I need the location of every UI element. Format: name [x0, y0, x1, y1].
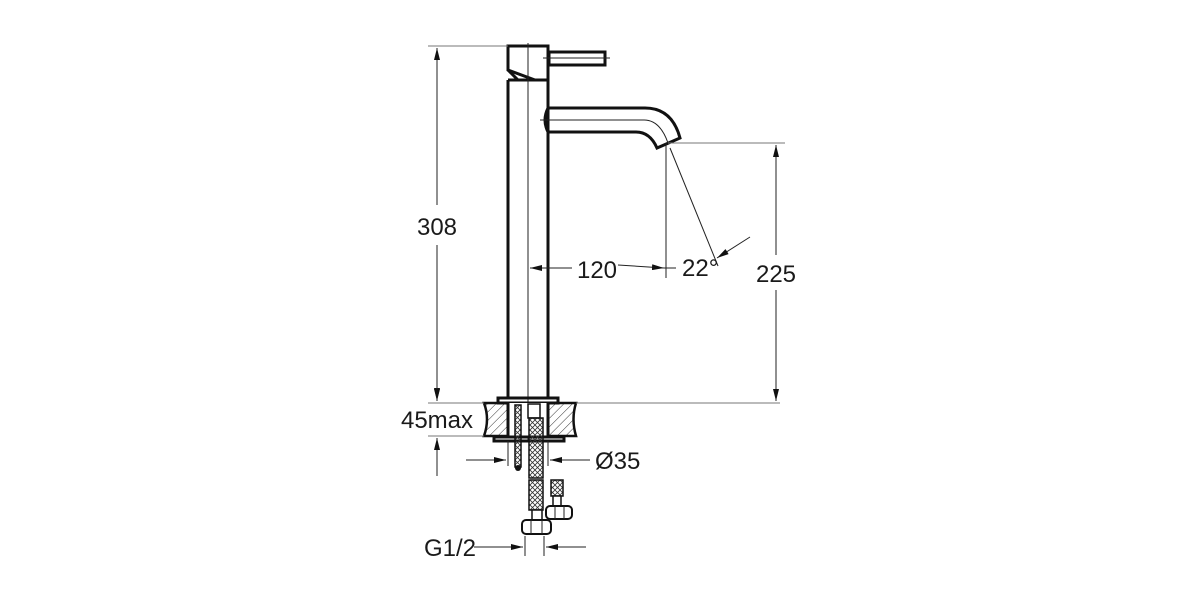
dim-deck-thickness: 45max	[401, 385, 484, 476]
dim-308-label: 308	[417, 214, 457, 241]
spout	[543, 106, 682, 150]
hose-cold	[550, 479, 564, 497]
dim-spout-reach: 120	[530, 143, 676, 284]
mounting-stud	[514, 404, 522, 468]
dim-spout-angle: 22°	[669, 147, 751, 282]
dim-spout-height: 225	[668, 142, 796, 401]
dim-225-label: 225	[756, 261, 796, 288]
dim-total-height: 308	[417, 45, 508, 400]
dim-mount-diameter: Ø35	[466, 441, 640, 475]
dim-45max-label: 45max	[401, 407, 473, 434]
dim-angle-label: 22°	[682, 255, 718, 282]
dim-thread-label: G1/2	[424, 535, 476, 562]
nut-1	[521, 519, 552, 535]
hoses-and-stud	[514, 403, 573, 535]
dim-diameter-label: Ø35	[595, 448, 640, 475]
faucet-body	[496, 43, 682, 440]
hose-hot	[528, 417, 544, 479]
dim-120-label: 120	[577, 257, 617, 284]
nut-2	[545, 505, 573, 520]
dim-thread: G1/2	[424, 535, 586, 562]
